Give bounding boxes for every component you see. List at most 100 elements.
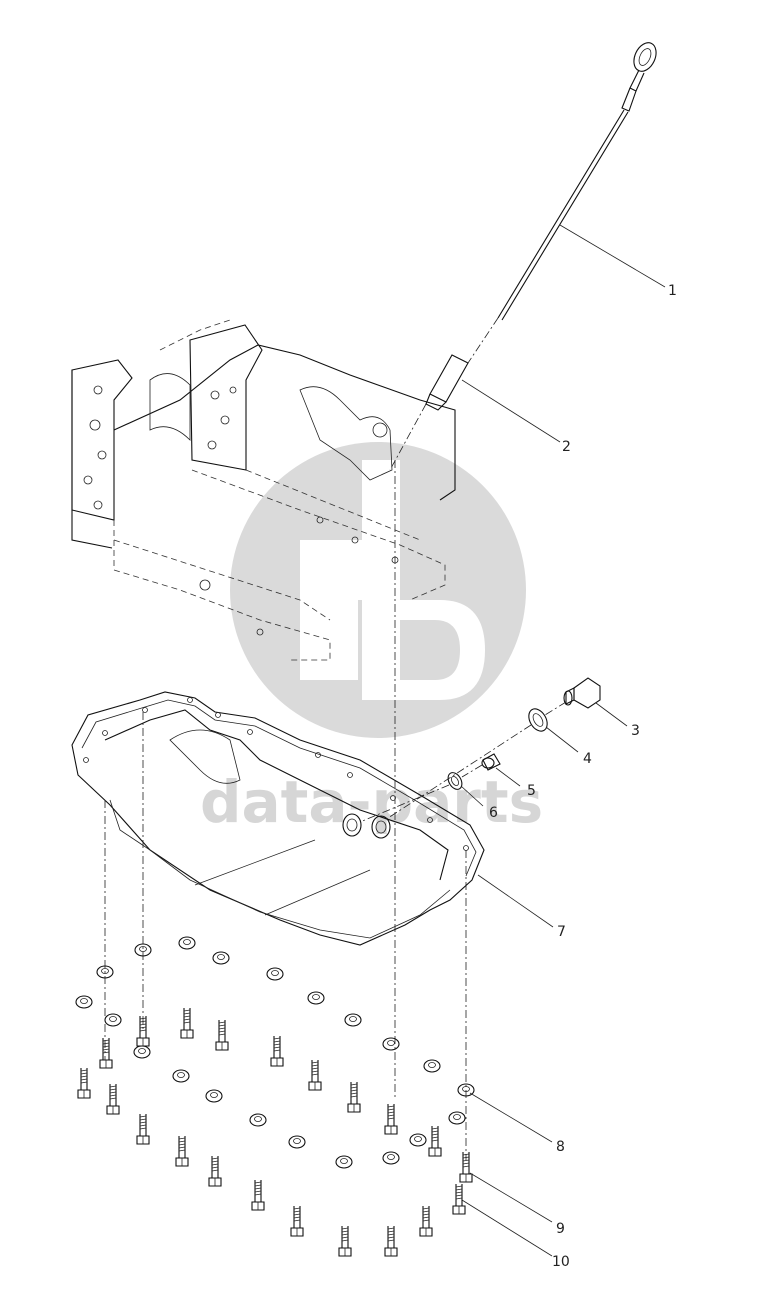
bolt-thread <box>183 1009 191 1012</box>
washer-hole <box>387 1154 395 1160</box>
washer <box>382 1037 400 1051</box>
bolt-thread <box>431 1139 439 1142</box>
bolt-thread <box>211 1163 219 1166</box>
bolt-thread <box>341 1230 349 1233</box>
bolt-head <box>384 1125 398 1135</box>
washer <box>205 1089 223 1103</box>
washer-hole <box>462 1086 470 1092</box>
callout-9: 9 <box>556 1221 565 1237</box>
bolt-thread <box>387 1111 395 1114</box>
bolt-head <box>459 1173 473 1183</box>
callout-10: 10 <box>552 1254 570 1270</box>
bolt-thread <box>462 1159 470 1162</box>
bolt-thread <box>139 1124 147 1127</box>
engine-block <box>71 319 456 661</box>
bolt-thread <box>341 1236 349 1239</box>
dipstick <box>497 42 657 321</box>
callout-6: 6 <box>489 805 498 821</box>
bolt-thread <box>211 1160 219 1163</box>
washer-hole <box>210 1092 218 1098</box>
bolt-thread <box>341 1239 349 1242</box>
bolt-thread <box>139 1115 147 1118</box>
plug-5 <box>481 753 501 771</box>
callout-8: 8 <box>556 1139 565 1155</box>
bolt-thread <box>211 1157 219 1160</box>
bolt-thread <box>273 1040 281 1043</box>
oil-pan <box>71 691 485 946</box>
washer-hole <box>183 939 191 945</box>
bolt-thread <box>211 1166 219 1169</box>
bolt-thread <box>293 1207 301 1210</box>
bolt-thread <box>139 1017 147 1020</box>
bolt-thread <box>422 1219 430 1222</box>
bolt-thread <box>462 1156 470 1159</box>
bolt-thread <box>218 1030 226 1033</box>
bolt-head <box>428 1147 442 1157</box>
bolt-thread <box>139 1023 147 1026</box>
bolt-thread <box>273 1043 281 1046</box>
bolt-thread <box>218 1033 226 1036</box>
bolt-thread <box>254 1181 262 1184</box>
bolt-thread <box>387 1105 395 1108</box>
bolt-thread <box>102 1051 110 1054</box>
drain-plug <box>563 677 601 709</box>
washer <box>382 1151 400 1165</box>
bolt-thread <box>422 1207 430 1210</box>
bolt-thread <box>178 1137 186 1140</box>
bolt-thread <box>218 1021 226 1024</box>
washer-4 <box>528 708 548 732</box>
bolt-thread <box>139 1127 147 1130</box>
bolt-thread <box>462 1153 470 1156</box>
bolt-thread <box>139 1020 147 1023</box>
bolt-head <box>419 1227 433 1237</box>
bolt-thread <box>431 1130 439 1133</box>
bolt-head <box>338 1247 352 1257</box>
bolt-thread <box>178 1143 186 1146</box>
washer <box>75 995 93 1009</box>
bolt-thread <box>178 1146 186 1149</box>
watermark-text: data-parts <box>200 768 543 836</box>
bolt-thread <box>102 1042 110 1045</box>
bolt-head <box>384 1247 398 1257</box>
bolt-thread <box>387 1108 395 1111</box>
bolt-thread <box>80 1078 88 1081</box>
bolt-head <box>180 1029 194 1039</box>
washer-hole <box>340 1158 348 1164</box>
bolt-thread <box>455 1191 463 1194</box>
bolt-thread <box>350 1095 358 1098</box>
leader-lines <box>460 224 666 1257</box>
bolt-thread <box>387 1117 395 1120</box>
bolt-thread <box>455 1188 463 1191</box>
bolt-head <box>215 1041 229 1051</box>
bolt-thread <box>183 1021 191 1024</box>
bolt-thread <box>139 1118 147 1121</box>
bolt-thread <box>80 1075 88 1078</box>
bolt-thread <box>102 1039 110 1042</box>
washer <box>96 965 114 979</box>
bolt-thread <box>109 1088 117 1091</box>
bolt-thread <box>422 1213 430 1216</box>
washer <box>134 943 152 957</box>
washer <box>288 1135 306 1149</box>
bolt-thread <box>80 1072 88 1075</box>
washer <box>307 991 325 1005</box>
bolt-thread <box>211 1169 219 1172</box>
bolt-thread <box>311 1070 319 1073</box>
bolt-thread <box>387 1233 395 1236</box>
bolt-thread <box>273 1037 281 1040</box>
bolt-thread <box>341 1227 349 1230</box>
seal-ring-6 <box>447 772 463 790</box>
bolt-thread <box>293 1213 301 1216</box>
washer <box>335 1155 353 1169</box>
bolt-head <box>106 1105 120 1115</box>
bolt-thread <box>183 1018 191 1021</box>
bolt-thread <box>422 1216 430 1219</box>
washer-hole <box>414 1136 422 1142</box>
washer-hole <box>101 968 109 974</box>
bolt-thread <box>102 1045 110 1048</box>
washer <box>448 1111 466 1125</box>
bolt-thread <box>80 1081 88 1084</box>
bolt-thread <box>109 1085 117 1088</box>
bolt-thread <box>311 1064 319 1067</box>
